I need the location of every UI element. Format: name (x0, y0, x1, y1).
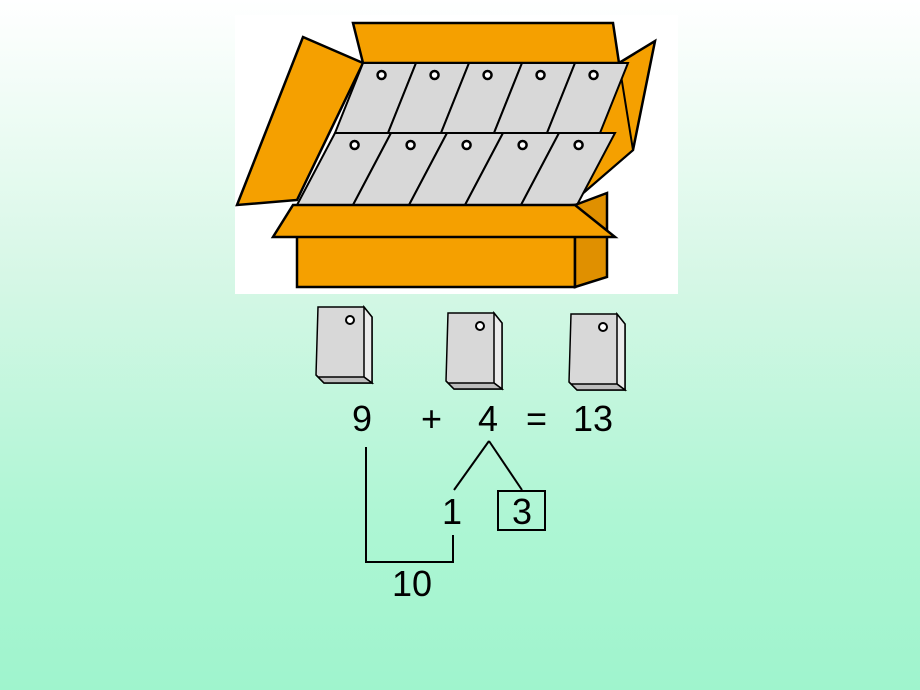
package-hole-icon (588, 69, 599, 81)
part-two: 3 (512, 491, 533, 532)
package-hole-icon (535, 69, 546, 81)
package-hole-icon (461, 139, 472, 151)
box-left-flap (235, 35, 365, 207)
package-hole-icon (405, 139, 416, 151)
package-hole-icon (517, 139, 528, 151)
split-line-right (488, 440, 523, 491)
sum-result: 13 (573, 398, 614, 439)
open-box-illustration (235, 15, 678, 294)
sum-ten: 10 (392, 563, 433, 604)
package-hole-icon (482, 69, 493, 81)
package-icon (568, 312, 628, 392)
plus-sign: + (421, 398, 443, 439)
part-two-box (497, 490, 546, 531)
addend-four: 4 (478, 398, 499, 439)
box-front-flap (270, 203, 619, 239)
box-svg (235, 21, 657, 289)
package-icon (445, 311, 505, 391)
package-icon (315, 305, 375, 385)
package-hole-icon (429, 69, 440, 81)
addend-nine: 9 (352, 398, 373, 439)
package-hole-icon (573, 139, 584, 151)
package-hole-icon (376, 69, 387, 81)
split-line-left (453, 440, 490, 491)
package-hole-icon (349, 139, 360, 151)
equals-sign: = (526, 398, 548, 439)
part-one: 1 (442, 491, 463, 532)
make-ten-bracket (365, 447, 454, 563)
